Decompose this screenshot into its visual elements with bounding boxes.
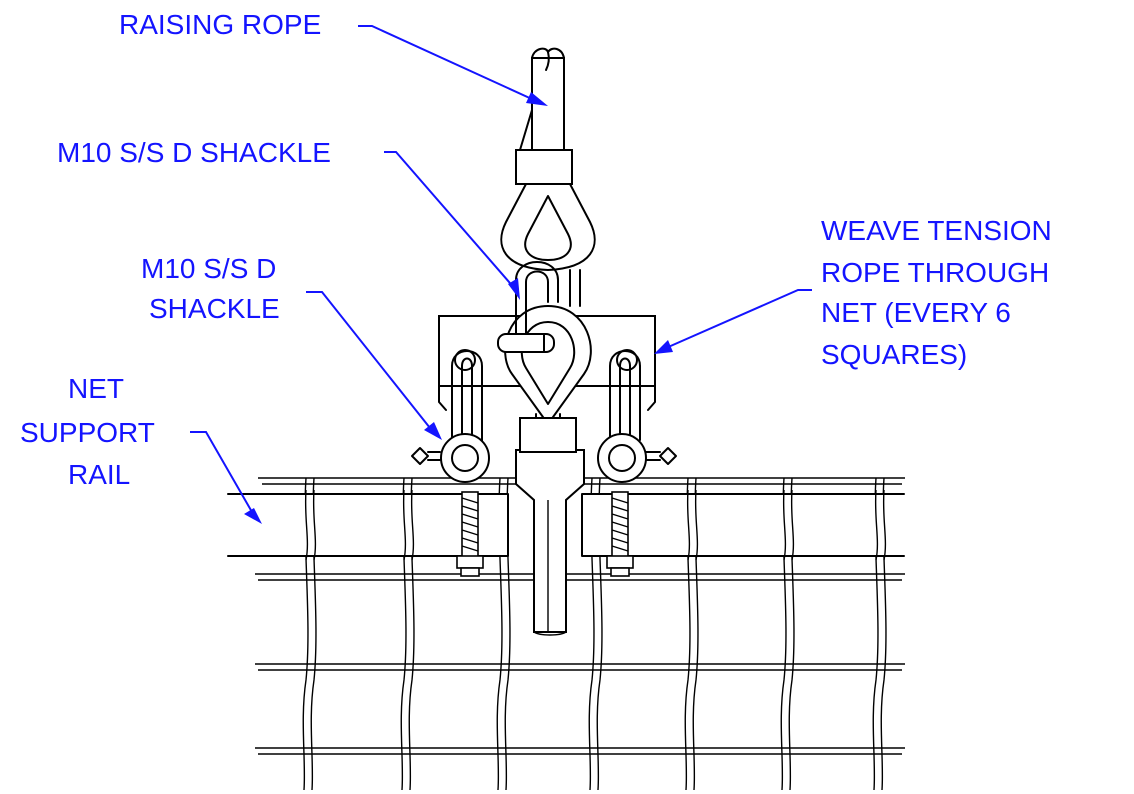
left-side-shackle xyxy=(411,350,490,483)
central-d-shackle xyxy=(497,261,581,353)
label-side-shackle-line2: SHACKLE xyxy=(149,293,280,324)
left-bolt xyxy=(456,491,484,577)
label-net-rail-line1: NET xyxy=(68,373,124,404)
label-weave-line1: WEAVE TENSION xyxy=(821,215,1052,246)
label-weave-line2: ROPE THROUGH xyxy=(821,257,1049,288)
right-side-shackle xyxy=(597,350,677,483)
leader-lines xyxy=(190,25,812,524)
upper-rope-eye xyxy=(500,149,596,272)
label-upper-shackle: M10 S/S D SHACKLE xyxy=(57,137,331,168)
label-net-rail-line3: RAIL xyxy=(68,459,130,490)
labels: RAISING ROPE M10 S/S D SHACKLE M10 S/S D… xyxy=(20,9,1052,490)
raising-rope xyxy=(519,47,565,151)
label-net-rail-line2: SUPPORT xyxy=(20,417,155,448)
tension-rope xyxy=(515,449,585,636)
label-weave-line3: NET (EVERY 6 xyxy=(821,297,1011,328)
label-side-shackle-line1: M10 S/S D xyxy=(141,253,276,284)
right-bolt xyxy=(606,491,634,577)
label-weave-line4: SQUARES) xyxy=(821,339,967,370)
lower-rope-eye xyxy=(504,304,592,453)
label-raising-rope: RAISING ROPE xyxy=(119,9,321,40)
